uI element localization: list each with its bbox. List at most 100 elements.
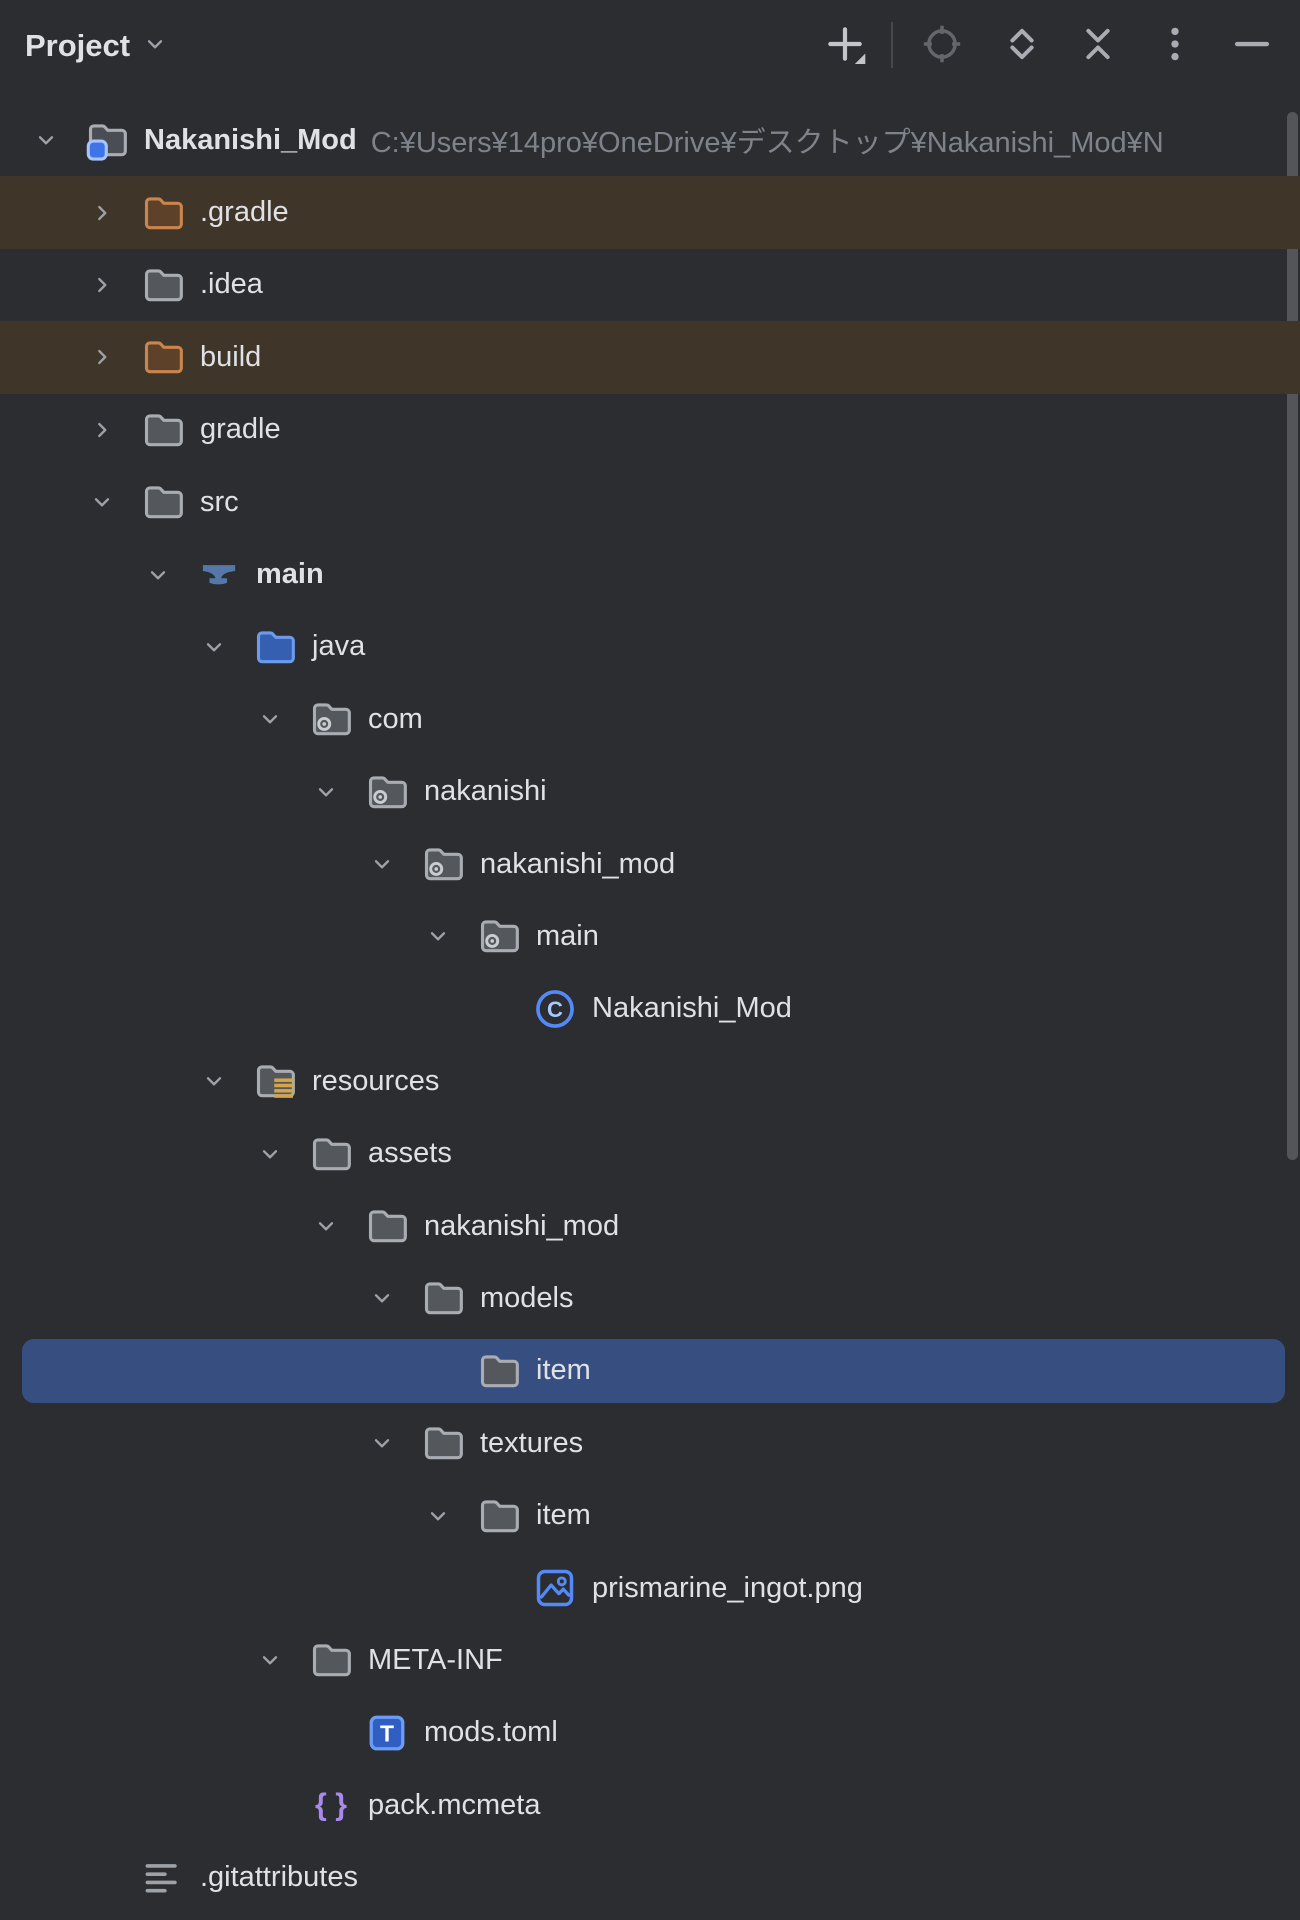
tree-row-label: gradle — [200, 413, 281, 446]
tree-row-label: src — [200, 485, 239, 518]
chevron-down-icon[interactable] — [257, 706, 283, 732]
excluded-row-highlight — [0, 321, 1300, 394]
tree-row[interactable]: prismarine_ingot.png — [0, 1552, 1300, 1624]
tree-row[interactable]: .gitattributes — [0, 1841, 1300, 1913]
chevron-right-icon[interactable] — [89, 272, 115, 298]
tree-row-label: textures — [480, 1426, 584, 1459]
tree-row-label: Nakanishi_Mod — [592, 992, 792, 1025]
chevron-down-icon[interactable] — [369, 1430, 395, 1456]
chevron-down-icon[interactable] — [257, 1141, 283, 1167]
hide-button[interactable] — [1228, 22, 1276, 70]
folder-icon — [141, 480, 185, 524]
tree-row-label: nakanishi — [424, 775, 547, 808]
add-icon — [824, 23, 866, 70]
tree-row-label: prismarine_ingot.png — [592, 1571, 863, 1604]
tree-row-label: main — [256, 558, 324, 591]
collapse-all-icon — [1077, 23, 1119, 70]
text-lines-icon — [141, 1856, 185, 1900]
chevron-placeholder — [313, 1720, 339, 1746]
toolbar-separator — [891, 22, 893, 68]
tree-row[interactable]: main — [0, 538, 1300, 610]
chevron-placeholder — [425, 1358, 451, 1384]
folder-icon — [309, 1132, 353, 1176]
chevron-down-icon[interactable] — [425, 923, 451, 949]
chevron-down-icon[interactable] — [369, 1285, 395, 1311]
chevron-down-icon[interactable] — [33, 127, 59, 153]
chevron-down-icon[interactable] — [369, 851, 395, 877]
tree-row[interactable]: item — [0, 1335, 1300, 1407]
tree-row[interactable]: nakanishi_mod — [0, 828, 1300, 900]
tree-row[interactable]: item — [0, 1479, 1300, 1551]
folder-icon — [365, 1204, 409, 1248]
tree-row-label: item — [536, 1499, 591, 1532]
tree-row-label: META-INF — [368, 1643, 503, 1676]
chevron-placeholder — [481, 1575, 507, 1601]
tree-row[interactable]: textures — [0, 1407, 1300, 1479]
tree-row[interactable]: assets — [0, 1117, 1300, 1189]
anvil-icon — [197, 553, 241, 597]
tree-row-label: Nakanishi_Mod — [144, 123, 357, 156]
expand-all-button[interactable] — [998, 22, 1046, 70]
tree-row[interactable]: main — [0, 900, 1300, 972]
chevron-down-icon[interactable] — [89, 489, 115, 515]
package-icon — [421, 842, 465, 886]
tree-row[interactable]: .idea — [0, 249, 1300, 321]
folder-icon — [309, 1638, 353, 1682]
selected-row-highlight — [22, 1338, 1285, 1404]
more-options-button[interactable] — [1151, 22, 1199, 70]
tree-row[interactable]: { }pack.mcmeta — [0, 1769, 1300, 1841]
tree-row-label: .gitattributes — [200, 1861, 358, 1894]
chevron-right-icon[interactable] — [89, 417, 115, 443]
tree-row[interactable]: java — [0, 611, 1300, 683]
folder-icon — [141, 408, 185, 452]
tree-row-label: assets — [368, 1137, 452, 1170]
chevron-placeholder — [257, 1792, 283, 1818]
chevron-down-icon[interactable] — [145, 562, 171, 588]
package-icon — [365, 770, 409, 814]
locate-target-icon — [921, 23, 963, 70]
chevron-down-icon[interactable] — [313, 779, 339, 805]
tree-row-label: models — [480, 1281, 574, 1314]
collapse-all-button[interactable] — [1074, 22, 1122, 70]
tree-row[interactable]: com — [0, 683, 1300, 755]
tree-row[interactable]: resources — [0, 1045, 1300, 1117]
folder-resources-icon — [253, 1059, 297, 1103]
tree-row[interactable]: build — [0, 321, 1300, 394]
tree-row[interactable]: models — [0, 1262, 1300, 1334]
tree-row[interactable]: META-INF — [0, 1624, 1300, 1696]
tool-window-title: Project — [25, 28, 131, 63]
package-icon — [309, 697, 353, 741]
kebab-menu-icon — [1154, 23, 1196, 70]
chevron-down-icon[interactable] — [257, 1647, 283, 1673]
svg-text:{ }: { } — [315, 1789, 347, 1822]
chevron-down-icon[interactable] — [425, 1503, 451, 1529]
package-icon — [477, 914, 521, 958]
braces-icon: { } — [309, 1783, 353, 1827]
add-button[interactable] — [821, 22, 869, 70]
minimize-icon — [1231, 23, 1273, 70]
chevron-right-icon[interactable] — [89, 344, 115, 370]
tree-row[interactable]: .gradle — [0, 176, 1300, 249]
vertical-scrollbar[interactable] — [1287, 112, 1298, 1160]
chevron-down-icon[interactable] — [313, 1213, 339, 1239]
tree-row-label: nakanishi_mod — [424, 1209, 620, 1242]
chevron-down-icon[interactable] — [201, 634, 227, 660]
locate-button[interactable] — [918, 22, 966, 70]
expand-all-icon — [1001, 23, 1043, 70]
tree-row-label: nakanishi_mod — [480, 847, 676, 880]
tree-row-label: .idea — [200, 268, 263, 301]
project-view-dropdown[interactable]: Project — [25, 0, 168, 92]
tree-row[interactable]: src — [0, 466, 1300, 538]
chevron-down-icon[interactable] — [201, 1068, 227, 1094]
tree-row[interactable]: nakanishi_mod — [0, 1190, 1300, 1262]
chevron-right-icon[interactable] — [89, 200, 115, 226]
tree-row[interactable]: gradle — [0, 394, 1300, 466]
tree-row[interactable]: nakanishi — [0, 756, 1300, 828]
chevron-placeholder — [89, 1865, 115, 1891]
folder-excluded-icon — [141, 191, 185, 235]
